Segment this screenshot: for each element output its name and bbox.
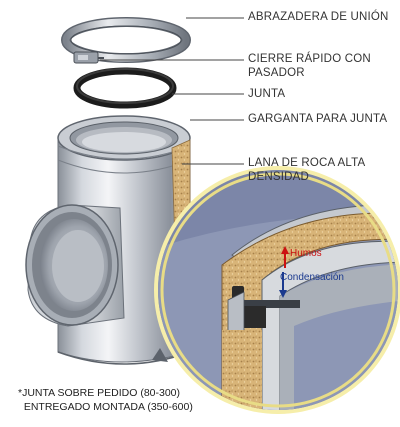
tee-branch [25,204,125,327]
label-lana-line1: LANA DE ROCA ALTA [248,157,366,169]
drain-tip [152,348,168,362]
label-cierre-line2: PASADOR [248,67,305,79]
leader-lines [100,17,244,165]
footnote-line2: ENTREGADO MONTADA (350-600) [18,401,193,413]
footnote: *JUNTA SOBRE PEDIDO (80-300) ENTREGADO M… [18,386,193,414]
gasket-ring [73,67,177,109]
humos-label: Humos [290,248,322,259]
detail-magnifier: Humos Condensación [154,166,400,414]
footnote-line1: *JUNTA SOBRE PEDIDO (80-300) [18,387,181,399]
label-cierre-line1: CIERRE RÁPIDO CON [248,53,371,65]
label-garganta: GARGANTA PARA JUNTA [248,113,388,125]
union-clamp [61,17,191,63]
label-lana-line2: DENSIDAD [248,171,310,183]
label-junta: JUNTA [248,88,286,100]
quick-latch [73,51,104,64]
condensacion-label: Condensación [280,272,344,283]
label-abrazadera: ABRAZADERA DE UNIÓN [248,11,389,23]
